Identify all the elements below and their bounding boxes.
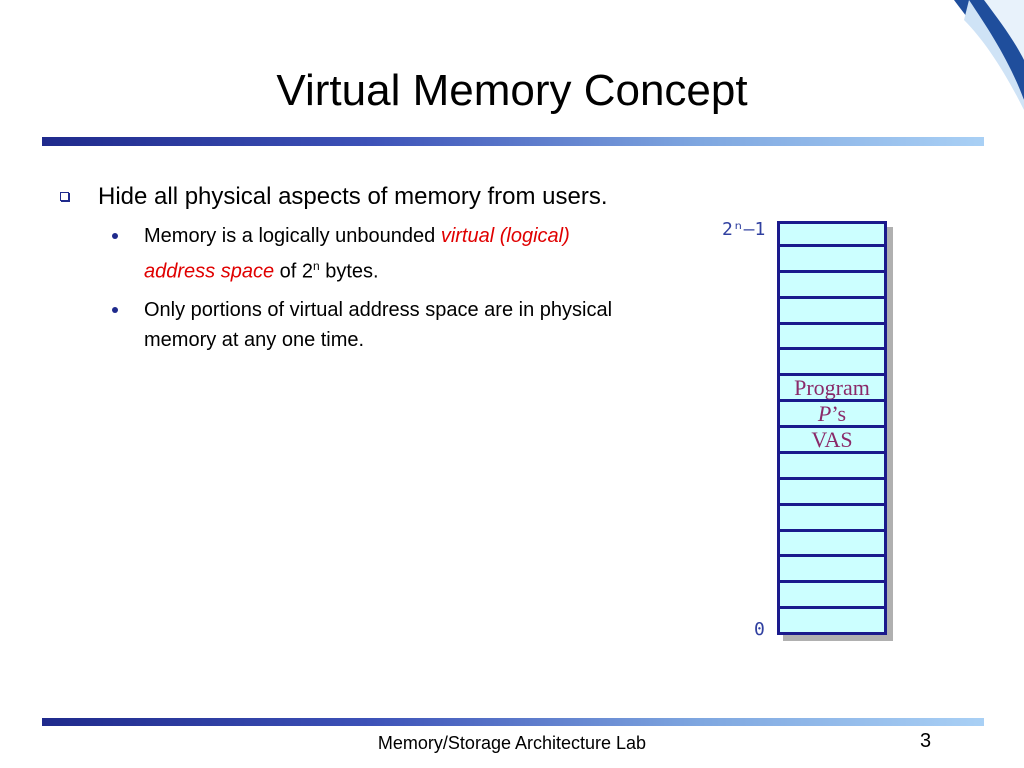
footer-divider xyxy=(42,718,984,726)
sub-bullet-item: Memory is a logically unbounded virtual … xyxy=(60,221,630,287)
sub-bullet-text-tail: bytes. xyxy=(319,260,379,283)
emphasized-term: virtual (logical) address space xyxy=(144,225,570,283)
memory-cell xyxy=(777,479,887,506)
vas-label-p: P xyxy=(817,401,832,426)
memory-cell xyxy=(777,402,887,428)
slide-title: Virtual Memory Concept xyxy=(276,66,748,115)
memory-cell xyxy=(777,609,887,635)
top-address-label: 2ⁿ–1 xyxy=(722,219,766,240)
sub-bullet-text: Only portions of virtual address space a… xyxy=(144,298,613,351)
memory-cell xyxy=(777,324,887,351)
memory-cell xyxy=(777,298,887,325)
dot-bullet-icon xyxy=(112,306,118,313)
bullet-item: Hide all physical aspects of memory from… xyxy=(60,180,630,213)
footer-text: Memory/Storage Architecture Lab xyxy=(377,733,647,753)
vas-label-line1: Program xyxy=(794,375,870,400)
memory-stack xyxy=(777,221,887,635)
bullet-list: Hide all physical aspects of memory from… xyxy=(60,180,630,355)
bottom-address-label: 0 xyxy=(754,619,765,640)
memory-cell xyxy=(777,583,887,610)
memory-cell xyxy=(777,272,887,299)
memory-cell xyxy=(777,221,887,247)
page-number: 3 xyxy=(920,730,932,752)
memory-cell xyxy=(777,453,887,480)
superscript-n: n xyxy=(313,259,320,273)
vas-label-line2: P’s xyxy=(777,401,887,427)
memory-cell xyxy=(777,505,887,532)
sub-bullet-item: Only portions of virtual address space a… xyxy=(60,295,630,355)
memory-cell xyxy=(777,531,887,558)
square-bullet-icon xyxy=(60,192,69,201)
memory-cell xyxy=(777,557,887,584)
vas-block-label: Program P’s VAS xyxy=(777,375,887,453)
sub-bullet-text-post: of 2 xyxy=(274,260,313,283)
sub-bullet-text-pre: Memory is a logically unbounded xyxy=(144,225,441,247)
title-divider xyxy=(42,137,984,146)
memory-cell xyxy=(777,428,887,454)
vas-label-s: ’s xyxy=(831,401,847,426)
memory-cell xyxy=(777,376,887,403)
dot-bullet-icon xyxy=(112,233,118,239)
vas-label-line3: VAS xyxy=(811,427,853,452)
memory-cell xyxy=(777,246,887,273)
bullet-text: Hide all physical aspects of memory from… xyxy=(98,183,608,210)
corner-swoosh-decoration xyxy=(954,0,1024,110)
address-space-diagram: 2ⁿ–1 Program P’s VAS 0 xyxy=(720,215,920,645)
memory-cell xyxy=(777,350,887,377)
